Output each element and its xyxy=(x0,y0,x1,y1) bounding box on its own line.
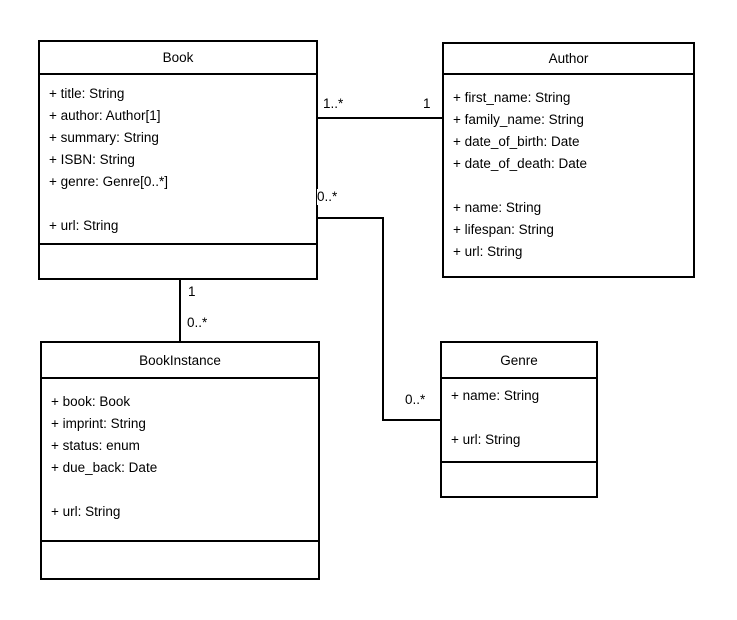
multiplicity-book-genre-book-side: 0..* xyxy=(317,189,338,205)
class-methods-empty-book xyxy=(40,243,316,278)
attribute: + date_of_birth: Date xyxy=(453,134,580,149)
attribute: + date_of_death: Date xyxy=(453,156,587,171)
class-box-book: Book + title: String + author: Author[1]… xyxy=(38,40,318,280)
attribute: + author: Author[1] xyxy=(49,108,161,123)
class-title-book: Book xyxy=(40,42,316,75)
class-title-genre: Genre xyxy=(442,343,596,379)
class-methods-empty-genre xyxy=(442,461,596,496)
edge-book-author xyxy=(318,117,442,119)
attribute: + due_back: Date xyxy=(51,460,158,475)
attribute: + summary: String xyxy=(49,130,159,145)
class-methods-empty-bookinstance xyxy=(42,540,318,578)
class-attributes-author: + first_name: String + family_name: Stri… xyxy=(444,75,693,276)
attribute: + url: String xyxy=(49,218,119,233)
attribute: + imprint: String xyxy=(51,416,146,431)
class-box-genre: Genre + name: String + url: String xyxy=(440,341,598,498)
attribute: + genre: Genre[0..*] xyxy=(49,174,168,189)
class-title-author: Author xyxy=(444,44,693,75)
attribute: + url: String xyxy=(453,244,523,259)
attribute-spacer xyxy=(51,479,318,501)
attribute: + name: String xyxy=(451,388,540,403)
attribute-spacer xyxy=(453,175,693,197)
multiplicity-book-bookinstance-book-side: 1 xyxy=(188,284,196,300)
attribute: + name: String xyxy=(453,200,542,215)
class-attributes-book: + title: String + author: Author[1] + su… xyxy=(40,75,316,243)
edge-book-bookinstance xyxy=(179,280,181,341)
attribute: + status: enum xyxy=(51,438,140,453)
class-attributes-genre: + name: String + url: String xyxy=(442,379,596,461)
attribute: + lifespan: String xyxy=(453,222,554,237)
attribute: + title: String xyxy=(49,86,125,101)
attribute: + family_name: String xyxy=(453,112,584,127)
attribute-spacer xyxy=(451,407,596,429)
multiplicity-book-author-book-side: 1..* xyxy=(323,96,344,112)
class-attributes-bookinstance: + book: Book + imprint: String + status:… xyxy=(42,379,318,540)
attribute: + url: String xyxy=(451,432,521,447)
attribute: + book: Book xyxy=(51,394,131,409)
edge-book-genre-segment xyxy=(382,217,384,421)
attribute: + first_name: String xyxy=(453,90,571,105)
attribute: + url: String xyxy=(51,504,121,519)
class-box-author: Author + first_name: String + family_nam… xyxy=(442,42,695,278)
class-box-bookinstance: BookInstance + book: Book + imprint: Str… xyxy=(40,341,320,580)
attribute-spacer xyxy=(49,193,316,215)
attribute: + ISBN: String xyxy=(49,152,135,167)
class-title-bookinstance: BookInstance xyxy=(42,343,318,379)
multiplicity-book-author-author-side: 1 xyxy=(423,96,431,112)
multiplicity-book-bookinstance-instance-side: 0..* xyxy=(187,315,208,331)
multiplicity-book-genre-genre-side: 0..* xyxy=(405,392,426,408)
edge-book-genre-segment xyxy=(382,419,440,421)
edge-book-genre-segment xyxy=(318,217,384,219)
